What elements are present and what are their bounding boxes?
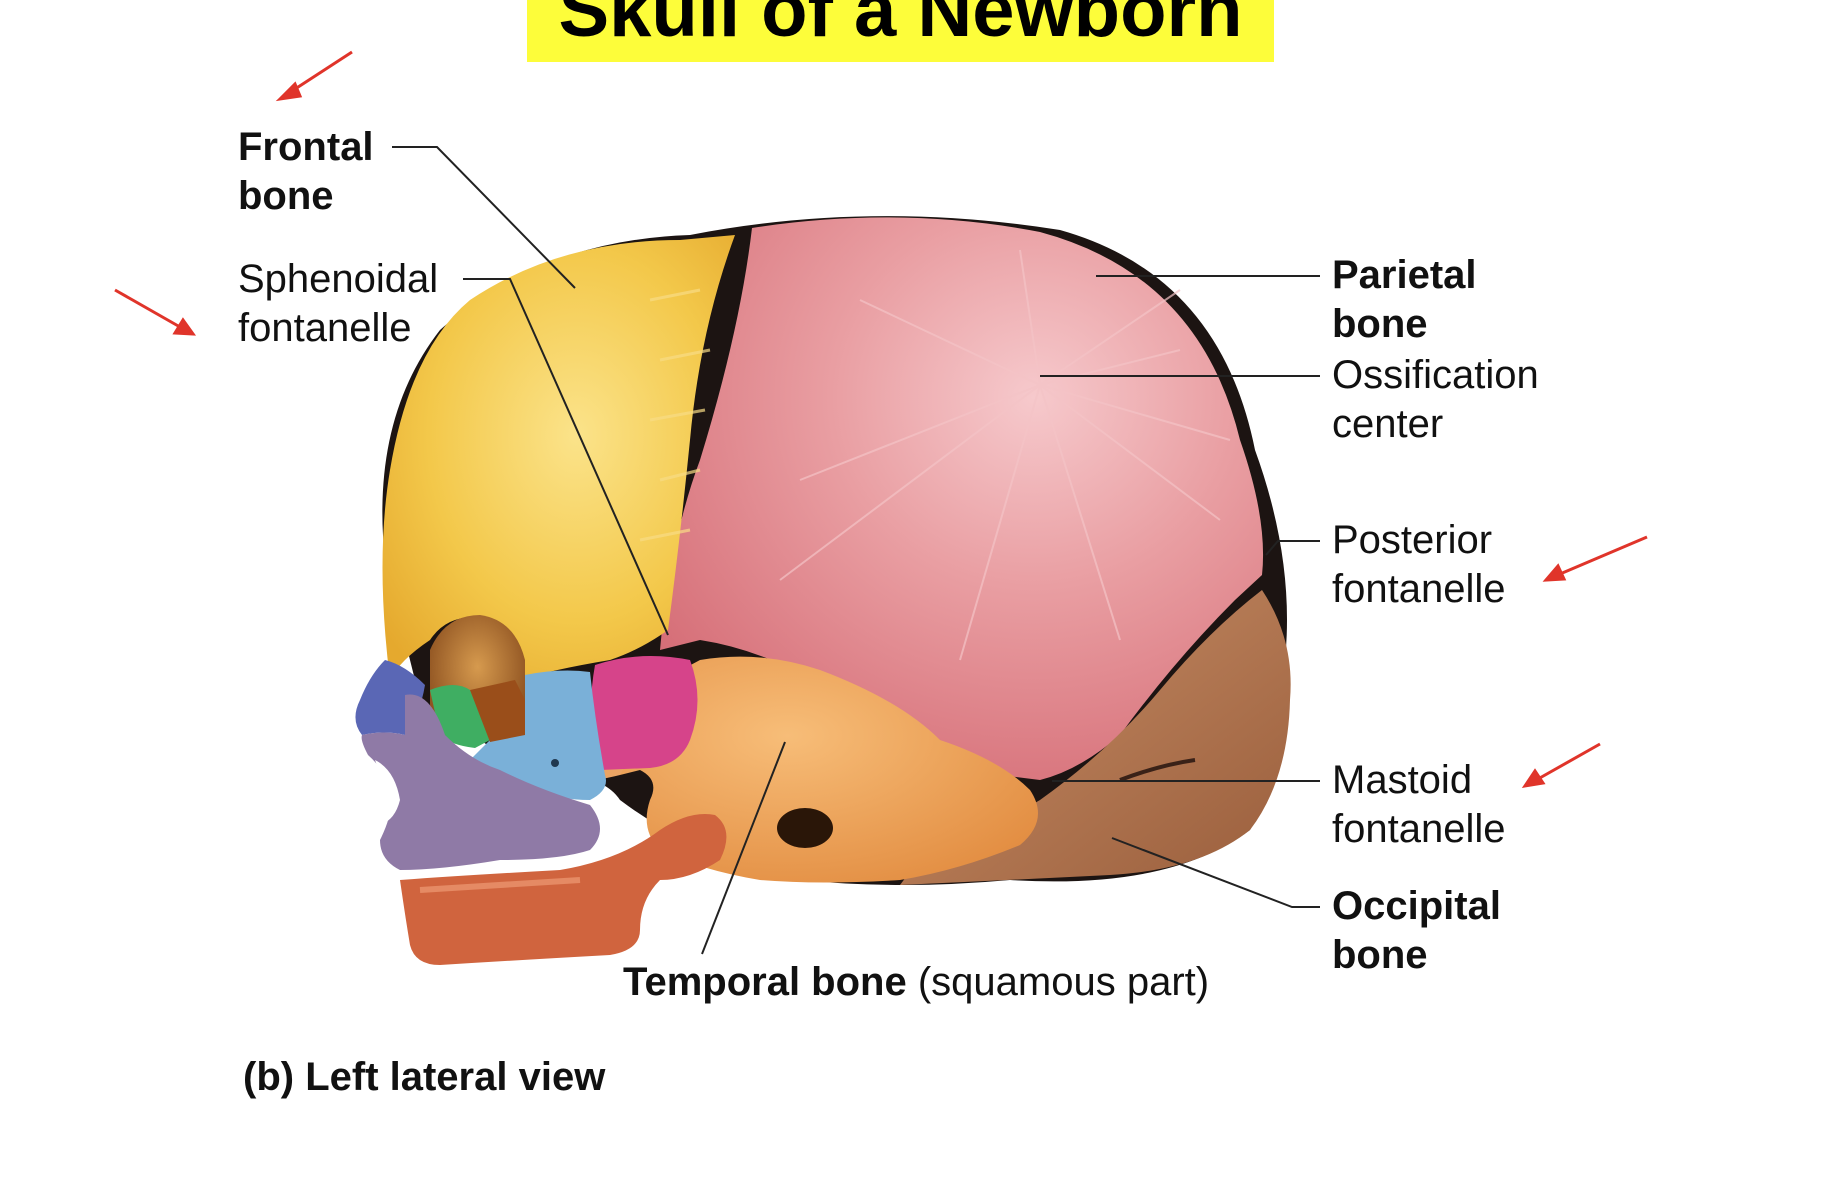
label-mastoid-line1: Mastoid (1332, 758, 1473, 802)
label-posterior-fontanelle: Posterior fontanelle (1332, 516, 1505, 614)
mandible-shape (400, 814, 727, 965)
frontal-bone-shape (382, 235, 735, 680)
label-frontal-line2: bone (238, 174, 334, 218)
leader-posterior (1265, 540, 1320, 556)
label-ossification-line1: Ossification (1332, 353, 1539, 397)
label-temporal-bone: Temporal bone (squamous part) (623, 960, 1209, 1005)
red-arrow-2 (114, 288, 181, 329)
label-temporal-rest: (squamous part) (906, 960, 1210, 1004)
sphenoid-bone-shape (591, 656, 698, 770)
leader-lines (392, 146, 1320, 955)
label-posterior-line1: Posterior (1332, 518, 1493, 562)
label-posterior-line2: fontanelle (1332, 567, 1506, 611)
label-frontal-bone: Frontal bone (238, 123, 374, 221)
label-parietal-bone: Parietal bone (1332, 251, 1477, 349)
label-parietal-line1: Parietal (1332, 253, 1477, 297)
red-arrow-3-head (1542, 563, 1567, 582)
label-sphenoidal-line2: fontanelle (238, 306, 412, 350)
label-mastoid-line2: fontanelle (1332, 807, 1506, 851)
occipital-fissure (1119, 758, 1196, 782)
title-highlight: Skull of a Newborn (527, 0, 1274, 62)
leader-frontal (392, 146, 576, 289)
red-arrow-4 (1537, 742, 1601, 781)
label-occipital-line2: bone (1332, 933, 1428, 977)
annotation-arrows (114, 50, 1648, 789)
label-sphenoidal-fontanelle: Sphenoidal fontanelle (238, 255, 438, 353)
red-arrow-1-head (275, 81, 303, 102)
nasal-aperture (375, 760, 400, 825)
leader-occipital (1111, 837, 1320, 908)
label-mastoid-fontanelle: Mastoid fontanelle (1332, 756, 1505, 854)
label-occipital-line1: Occipital (1332, 884, 1501, 928)
lacrimal-bone-shape (470, 680, 525, 742)
label-parietal-line2: bone (1332, 302, 1428, 346)
frontal-texture (639, 288, 711, 542)
red-arrow-2-head (172, 317, 197, 336)
occipital-bone-shape (900, 590, 1291, 885)
figure-caption: (b) Left lateral view (243, 1055, 606, 1099)
label-ossification-center: Ossification center (1332, 351, 1539, 449)
external-acoustic-meatus (777, 808, 833, 848)
parietal-texture (779, 249, 1231, 661)
ethmoid-bone-shape (430, 685, 490, 748)
maxilla-shape (361, 694, 600, 870)
zygomatic-bone-shape (470, 670, 606, 800)
label-occipital-bone: Occipital bone (1332, 882, 1501, 980)
page-title: Skull of a Newborn (558, 0, 1243, 53)
red-arrow-1 (291, 50, 353, 93)
label-sphenoidal-line1: Sphenoidal (238, 257, 439, 301)
red-arrow-3 (1559, 535, 1648, 576)
label-ossification-line2: center (1332, 402, 1444, 446)
zygomatic-foramen (551, 759, 559, 767)
leader-sphenoidal (463, 278, 669, 636)
temporal-bone-shape (620, 656, 1038, 883)
label-frontal-line1: Frontal (238, 125, 374, 169)
mandible-highlight (419, 877, 581, 893)
parietal-bone-shape (660, 217, 1264, 781)
label-temporal-bold: Temporal bone (623, 960, 907, 1004)
leader-temporal (701, 741, 786, 955)
red-arrow-4-head (1521, 768, 1546, 789)
